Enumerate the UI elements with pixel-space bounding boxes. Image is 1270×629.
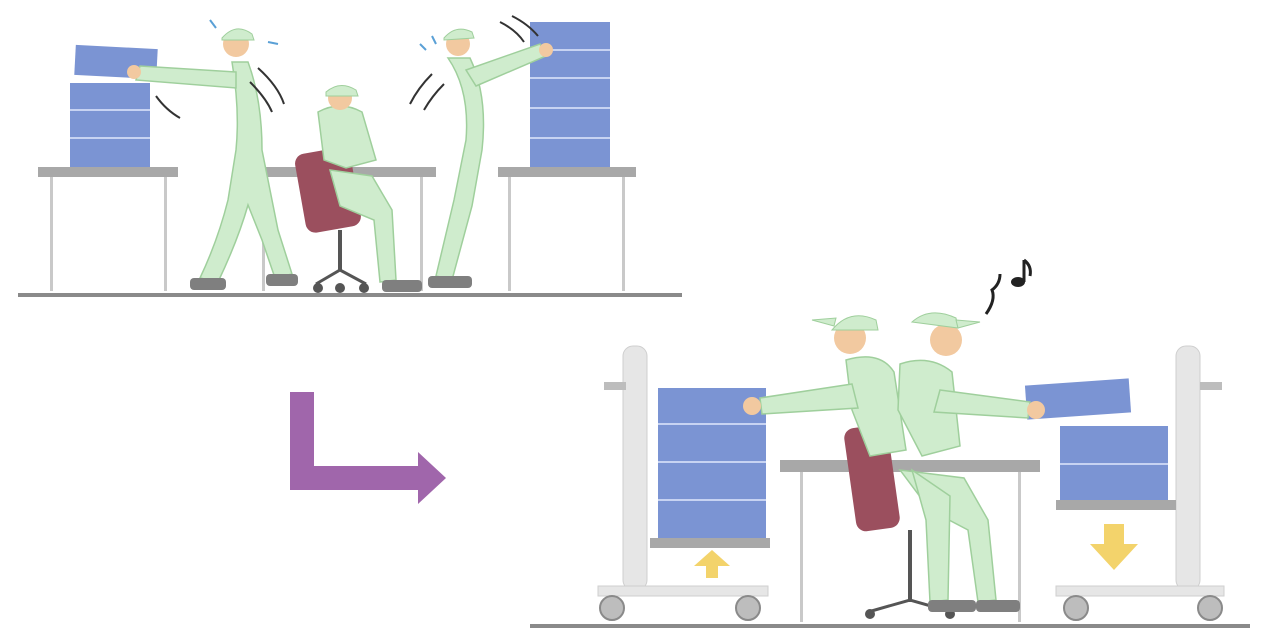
music-note-icon [986,260,1030,314]
before-worker-seated [293,85,422,293]
down-arrow-icon [1090,524,1138,570]
up-arrow-icon [694,550,730,578]
after-left-lift-cart [598,346,770,620]
after-right-lift-cart [1025,346,1224,620]
before-left-crates [70,45,158,167]
after-scene [530,260,1250,626]
before-right-crates [530,22,610,167]
before-scene [18,16,682,295]
elbow-right-arrow-icon [290,392,446,504]
before-left-table [38,167,178,291]
before-right-table [498,167,636,291]
after-worker-left [743,316,906,456]
